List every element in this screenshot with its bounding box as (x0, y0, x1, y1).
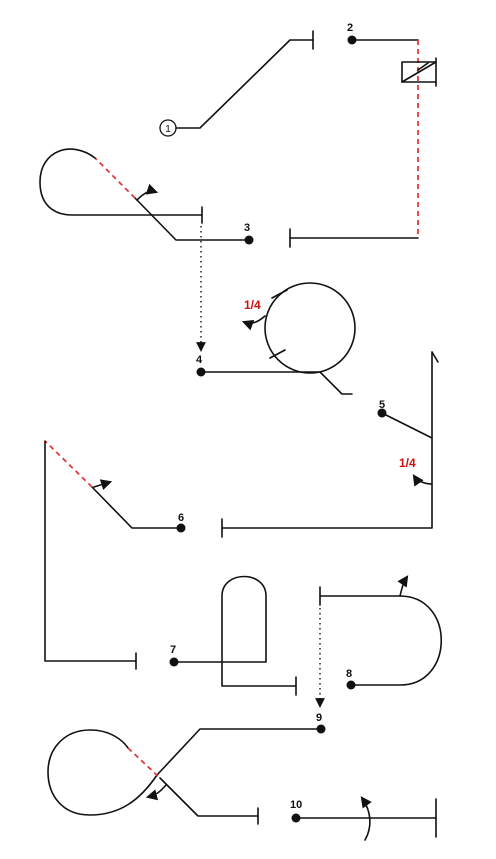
figure-7: 7 (169, 575, 297, 696)
line-8 (319, 595, 442, 686)
top-hook-5 (431, 351, 439, 363)
start-number: 1 (165, 124, 171, 135)
point-2-label: 2 (347, 22, 353, 34)
turn-label-4: 1/4 (244, 298, 261, 312)
point-7-label: 7 (170, 644, 176, 656)
figure-5: 5 1/4 (221, 351, 439, 538)
roll-arrow-4 (241, 315, 266, 331)
roll-arrow-10 (360, 796, 372, 841)
down-6 (44, 440, 137, 662)
roll-arrow-8 (397, 575, 409, 597)
turn-label-5: 1/4 (399, 456, 416, 470)
roll-arrow-5 (412, 474, 433, 487)
point-5-label: 5 (379, 399, 385, 411)
vertical-5 (221, 351, 433, 529)
line-6 (91, 486, 182, 529)
point-6-label: 6 (178, 512, 184, 524)
figure-1-climb: 1 (159, 30, 314, 137)
loop-dashed (94, 157, 136, 199)
climb-line (175, 39, 314, 129)
line-9-exit (159, 777, 259, 817)
roll-arrow-9 (145, 784, 167, 801)
line-9-entry (156, 728, 322, 776)
figure-4: 4 1/4 (196, 282, 356, 395)
point-3-label: 3 (244, 222, 250, 234)
point-9-label: 9 (316, 712, 322, 724)
line-7 (173, 575, 297, 687)
figure-2: 2 (289, 22, 437, 248)
figure-10: 10 (290, 796, 437, 841)
line-5 (381, 412, 433, 439)
line-9-loop (47, 729, 158, 816)
point-8-label: 8 (346, 668, 352, 680)
dashed-6 (44, 440, 93, 488)
snap-roll-symbol (401, 57, 437, 87)
tick-4a (271, 289, 288, 299)
figure-6: 6 (44, 440, 186, 670)
point-10-label: 10 (290, 799, 302, 811)
roll-arrow-6 (93, 479, 113, 491)
tick-4b (269, 349, 286, 359)
figure-9: 9 (47, 712, 326, 825)
loop-arc (39, 148, 203, 216)
loop-exit (134, 197, 250, 241)
line-4 (200, 371, 353, 395)
figure-3-loop: 3 (39, 148, 254, 245)
figure-8: 8 (319, 575, 442, 690)
roll-arrow-3 (136, 183, 159, 201)
point-4-label: 4 (196, 354, 203, 366)
loop-circle-4 (264, 282, 356, 374)
dashed-9 (127, 747, 161, 779)
